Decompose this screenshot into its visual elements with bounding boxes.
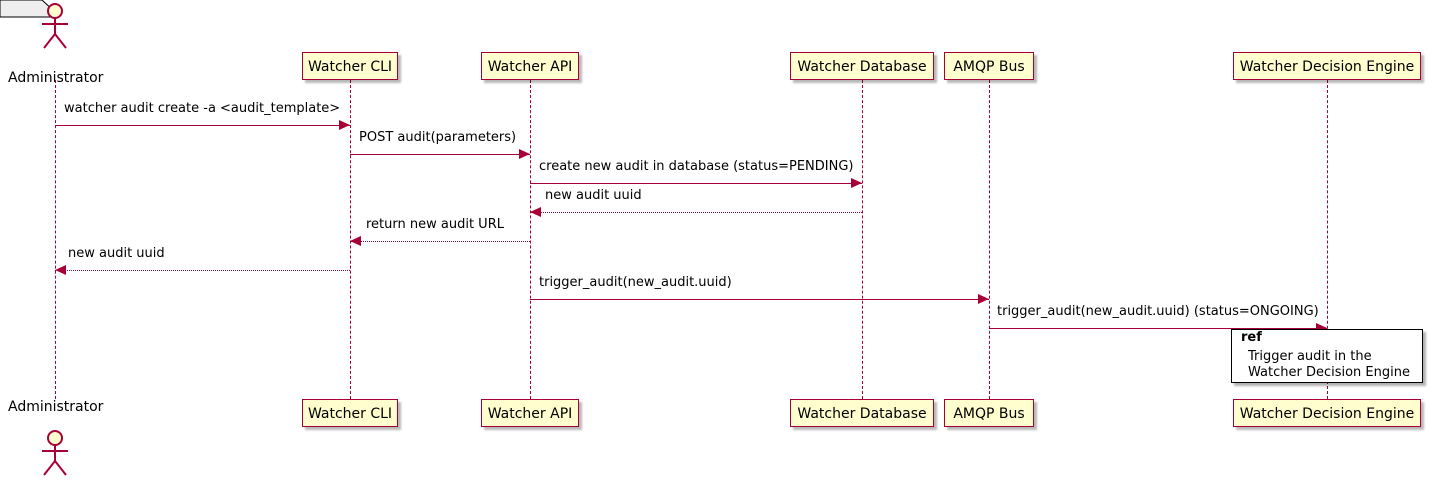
participant-box-api-top[interactable]: Watcher API <box>481 52 579 80</box>
message-label-0: watcher audit create -a <audit_template> <box>64 101 341 116</box>
participant-box-db-top[interactable]: Watcher Database <box>790 52 934 80</box>
message-line-5 <box>55 270 350 271</box>
message-line-6 <box>530 299 989 300</box>
message-line-3 <box>530 212 862 213</box>
participant-box-api-bottom[interactable]: Watcher API <box>481 399 579 427</box>
message-label-4: return new audit URL <box>366 217 504 232</box>
participant-box-amqp-top[interactable]: AMQP Bus <box>944 52 1034 80</box>
participant-box-engine-bottom[interactable]: Watcher Decision Engine <box>1233 399 1421 427</box>
message-arrowhead-5 <box>55 265 66 275</box>
ref-fragment-tab-label: ref <box>1241 330 1262 345</box>
message-arrowhead-2 <box>851 178 862 188</box>
message-arrowhead-1 <box>519 149 530 159</box>
participant-box-cli-top[interactable]: Watcher CLI <box>302 52 398 80</box>
message-label-5: new audit uuid <box>68 246 165 261</box>
message-label-2: create new audit in database (status=PEN… <box>539 159 854 174</box>
message-label-7: trigger_audit(new_audit.uuid) (status=ON… <box>997 304 1319 319</box>
lifeline-api <box>530 80 531 399</box>
actor-label-top: Administrator <box>8 70 104 86</box>
ref-fragment-line-1: Watcher Decision Engine <box>1248 365 1410 380</box>
message-arrowhead-4 <box>350 236 361 246</box>
lifeline-db <box>862 80 863 399</box>
message-arrowhead-6 <box>978 294 989 304</box>
lifeline-actor <box>55 80 56 399</box>
participant-box-engine-top[interactable]: Watcher Decision Engine <box>1233 52 1421 80</box>
message-arrowhead-7 <box>1316 323 1327 333</box>
message-line-2 <box>530 183 862 184</box>
ref-fragment-line-0: Trigger audit in the <box>1248 349 1372 364</box>
participant-box-db-bottom[interactable]: Watcher Database <box>790 399 934 427</box>
message-line-0 <box>55 125 350 126</box>
message-label-3: new audit uuid <box>545 188 642 203</box>
actor-label-bottom: Administrator <box>8 399 104 415</box>
message-arrowhead-3 <box>530 207 541 217</box>
message-label-1: POST audit(parameters) <box>359 130 517 145</box>
lifeline-engine <box>1327 80 1328 399</box>
actor-figure-bottom <box>33 429 77 477</box>
message-line-4 <box>350 241 530 242</box>
message-label-6: trigger_audit(new_audit.uuid) <box>539 275 732 290</box>
message-line-7 <box>989 328 1327 329</box>
message-line-1 <box>350 154 530 155</box>
ref-fragment-box <box>1231 329 1423 383</box>
lifeline-amqp <box>989 80 990 399</box>
participant-box-cli-bottom[interactable]: Watcher CLI <box>302 399 398 427</box>
actor-figure-top <box>33 2 77 50</box>
participant-box-amqp-bottom[interactable]: AMQP Bus <box>944 399 1034 427</box>
message-arrowhead-0 <box>339 120 350 130</box>
